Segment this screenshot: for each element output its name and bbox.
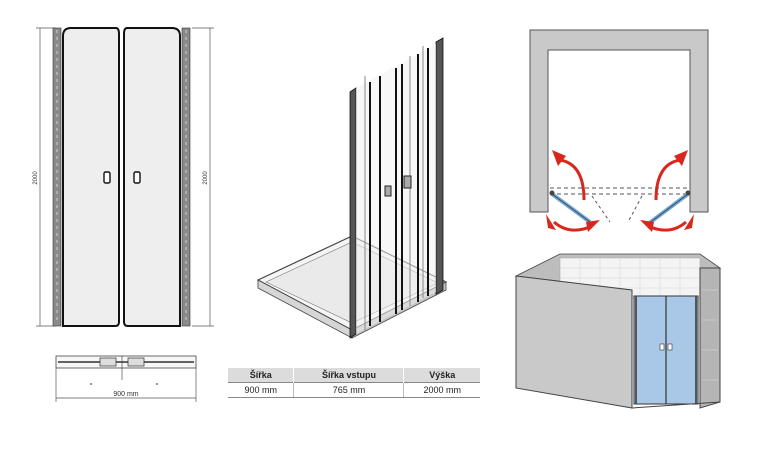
cell-width: 900 mm: [228, 382, 294, 398]
header-entry-width: Šířka vstupu: [293, 368, 404, 383]
right-door-panel: [123, 27, 181, 327]
room-left-wall: [515, 275, 633, 409]
height-label-left: 2000: [33, 171, 39, 185]
left-door-panel: [62, 27, 120, 327]
width-dimension: [55, 368, 197, 402]
cell-entry-width: 765 mm: [293, 382, 404, 398]
iso-right-profile: [435, 37, 444, 295]
cell-height: 2000 mm: [403, 382, 480, 398]
iso-left-handle: [384, 185, 392, 197]
height-dimension-left: [36, 27, 56, 327]
height-label-right: 2000: [203, 171, 209, 185]
right-door-handle: [133, 171, 141, 184]
height-dimension-right: [192, 27, 214, 327]
specs-header-row: Šířka Šířka vstupu Výška: [228, 368, 480, 383]
table-row: 900 mm 765 mm 2000 mm: [228, 382, 480, 398]
width-label: 900 mm: [113, 391, 138, 398]
enclosure-walls: [529, 29, 709, 213]
specs-table: Šířka Šířka vstupu Výška 900 mm 765 mm 2…: [228, 368, 480, 398]
left-door-handle: [103, 171, 111, 184]
header-width: Šířka: [228, 368, 294, 383]
iso-left-profile: [349, 87, 357, 339]
room-right-wall: [699, 267, 721, 409]
plan-view-profile: [55, 355, 197, 385]
swing-plan-diagram: [529, 29, 709, 232]
header-height: Výška: [403, 368, 480, 383]
iso-right-handle: [403, 175, 412, 189]
room-illustration: [514, 253, 722, 409]
isometric-view: [256, 37, 448, 339]
